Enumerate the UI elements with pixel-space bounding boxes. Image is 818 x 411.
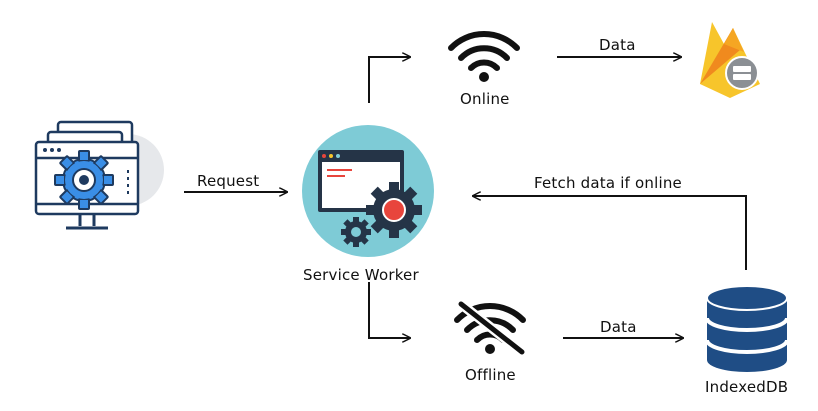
data-offline-label: Data bbox=[600, 318, 637, 336]
fetch-arrow bbox=[473, 196, 747, 270]
fetch-label: Fetch data if online bbox=[534, 174, 682, 192]
offline-label: Offline bbox=[465, 366, 516, 384]
online-label: Online bbox=[460, 90, 510, 108]
data-online-label: Data bbox=[599, 36, 636, 54]
online-branch-arrow bbox=[368, 57, 410, 103]
service-worker-label: Service Worker bbox=[303, 266, 419, 284]
indexeddb-label: IndexedDB bbox=[705, 378, 789, 396]
arrows bbox=[184, 57, 747, 338]
request-label: Request bbox=[197, 172, 260, 190]
service-worker-icon bbox=[302, 125, 434, 257]
firebase-icon bbox=[700, 22, 760, 98]
wifi-icon bbox=[448, 31, 520, 82]
offline-branch-arrow bbox=[368, 282, 410, 338]
desktop-settings-icon bbox=[34, 120, 164, 230]
database-icon bbox=[705, 285, 789, 372]
wifi-off-icon bbox=[454, 299, 527, 357]
